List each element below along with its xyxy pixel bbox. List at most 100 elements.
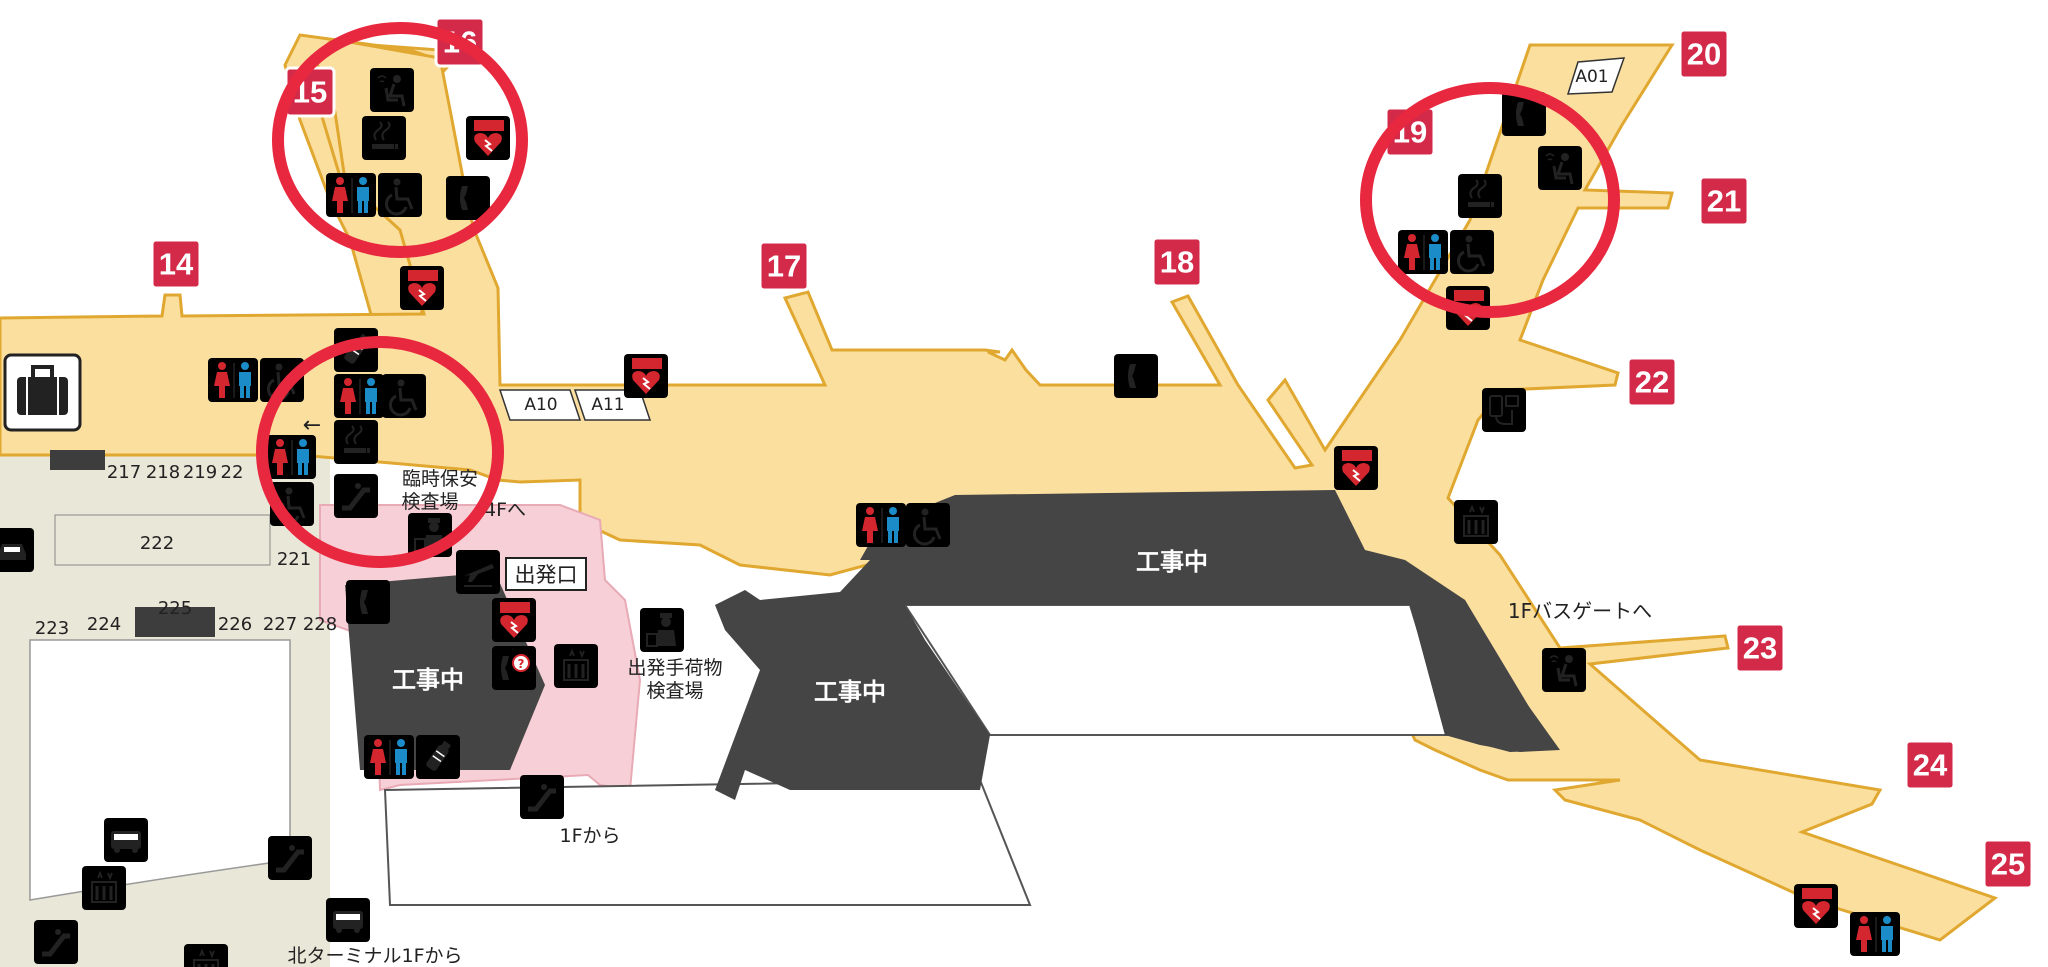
spot-a10: A10 (498, 389, 582, 421)
room-row-lower: 223 224 225 226 227 228 (35, 598, 337, 639)
svg-text:226: 226 (218, 614, 252, 635)
arrow-left-label: ← (303, 413, 321, 438)
gate-17[interactable]: 17 (758, 240, 810, 292)
escalator-icon (520, 775, 564, 819)
phone-icon (1114, 354, 1158, 398)
aed-icon (1333, 445, 1379, 491)
svg-text:22: 22 (221, 462, 244, 483)
elevator-icon (182, 942, 230, 967)
svg-text:23: 23 (1743, 631, 1777, 666)
toilet-icon (325, 172, 377, 218)
phone-icon (446, 176, 490, 220)
toilet-icon (265, 434, 317, 480)
toilet-icon (1849, 911, 1901, 957)
svg-text:228: 228 (303, 614, 337, 635)
svg-text:224: 224 (87, 614, 121, 635)
circle-gates-19-20 (1360, 82, 1620, 318)
wheelchair-icon (380, 372, 428, 420)
room-row-upper: 217 218 219 22 222 221 (50, 450, 311, 570)
svg-text:225: 225 (158, 598, 192, 619)
toilet-icon (333, 373, 385, 419)
gate-18[interactable]: 18 (1151, 236, 1203, 288)
svg-text:222: 222 (140, 533, 174, 554)
to-4f-label: 4Fへ (484, 499, 526, 521)
white-hall-right (903, 604, 1452, 736)
lounge-icon (368, 66, 416, 114)
baggage-storage-icon (3, 353, 82, 432)
bus-icon (326, 898, 370, 942)
baggage-inspection-officer-icon (639, 607, 685, 653)
gate-14[interactable]: 14 (150, 238, 202, 290)
smoking-area-icon (333, 419, 379, 465)
svg-text:22: 22 (1635, 365, 1669, 400)
svg-text:227: 227 (263, 614, 297, 635)
toilet-icon (855, 502, 907, 548)
temporary-security-label: 臨時保安 (402, 468, 478, 490)
construction-zone-right (1355, 560, 1560, 752)
information-phone-icon (491, 645, 537, 691)
smoking-area-icon (361, 115, 407, 161)
elevator-icon (80, 864, 128, 912)
spot-a01: A01 (1566, 57, 1626, 95)
svg-text:A11: A11 (591, 395, 624, 415)
svg-text:21: 21 (1707, 184, 1741, 219)
smoking-area-icon (1457, 173, 1503, 219)
gate-21[interactable]: 21 (1698, 175, 1750, 227)
to-1f-bus-gate-label: 1Fバスゲートへ (1508, 599, 1652, 623)
svg-text:A10: A10 (524, 395, 557, 415)
toilet-icon (363, 734, 415, 780)
aed-icon (465, 115, 511, 161)
gate-23[interactable]: 23 (1734, 622, 1786, 674)
svg-text:18: 18 (1160, 245, 1194, 280)
svg-text:24: 24 (1913, 748, 1948, 783)
svg-text:17: 17 (767, 249, 801, 284)
baggage-inspection-label-2: 検査場 (646, 680, 703, 702)
car-icon (0, 528, 34, 572)
charging-station-icon (1481, 387, 1527, 433)
gate-20[interactable]: 20 (1678, 28, 1730, 80)
aed-icon (623, 353, 669, 399)
toilet-icon (1397, 229, 1449, 275)
temporary-security-label-2: 検査場 (401, 491, 458, 513)
phone-icon (346, 580, 390, 624)
escalator-icon (334, 474, 378, 518)
svg-text:219: 219 (183, 462, 217, 483)
aed-icon (491, 597, 537, 643)
svg-text:25: 25 (1991, 847, 2025, 882)
white-hall-center (383, 778, 1032, 906)
wheelchair-icon (376, 171, 424, 219)
bus-icon (104, 818, 148, 862)
from-1f-label: 1Fから (559, 825, 620, 847)
escalator-icon (268, 836, 312, 880)
svg-text:221: 221 (277, 549, 311, 570)
svg-text:A01: A01 (1575, 67, 1608, 87)
svg-text:217: 217 (107, 462, 141, 483)
construction-zone-center (715, 490, 1555, 800)
gate-22[interactable]: 22 (1626, 356, 1678, 408)
construction-label-middle: 工事中 (814, 678, 886, 706)
from-north-terminal-label: 北ターミナル1Fから (287, 945, 462, 967)
lounge-icon (1536, 144, 1584, 192)
gate-24[interactable]: 24 (1904, 739, 1956, 791)
circle-security-area (256, 336, 504, 568)
svg-text:223: 223 (35, 618, 69, 639)
toilet-icon (207, 357, 259, 403)
svg-text:14: 14 (159, 247, 194, 282)
baggage-inspection-label: 出発手荷物 (627, 657, 722, 679)
aed-icon (399, 265, 445, 311)
construction-label-left: 工事中 (392, 666, 464, 694)
white-hall-left (29, 639, 291, 901)
svg-text:出発口: 出発口 (515, 563, 578, 587)
circle-gates-15-16 (272, 22, 528, 258)
gate-25[interactable]: 25 (1982, 838, 2034, 890)
wheelchair-icon (1448, 228, 1496, 276)
departure-gate-sign[interactable]: 出発口 (455, 549, 587, 595)
gate-15[interactable]: 15 (284, 66, 336, 118)
svg-text:218: 218 (146, 462, 180, 483)
wheelchair-icon (904, 501, 952, 549)
baby-bottle-icon (415, 734, 461, 780)
svg-text:20: 20 (1687, 37, 1721, 72)
elevator-icon (1452, 498, 1500, 546)
construction-label-center: 工事中 (1136, 548, 1208, 576)
